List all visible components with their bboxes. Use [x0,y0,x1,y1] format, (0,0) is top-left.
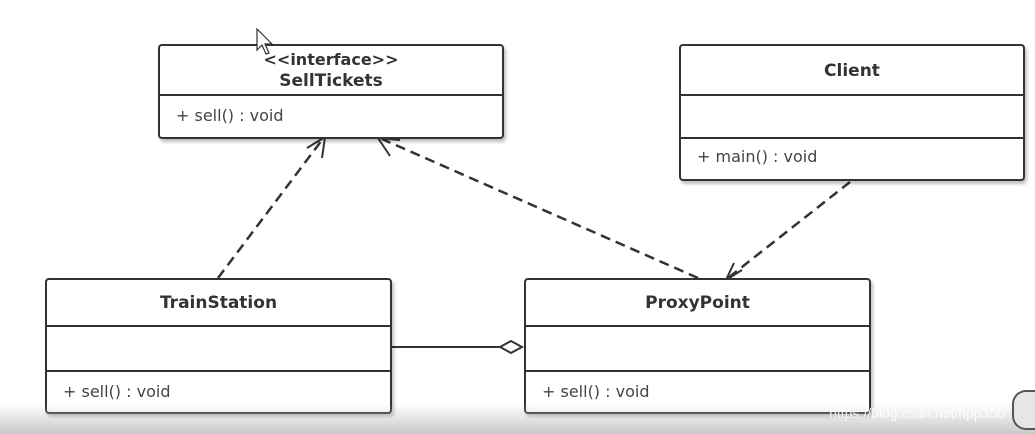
class-header: Client [681,46,1023,96]
realization-line-trainstation [217,139,323,279]
realization-arrowhead-trainstation [306,135,327,159]
methods-compartment: + sell() : void [160,96,502,137]
realization-arrowhead-proxypoint [376,136,401,157]
corner-logo-icon [1012,390,1035,430]
dependency-line-client [727,181,851,279]
method-label: + sell() : void [176,106,284,125]
attributes-compartment [47,327,390,372]
class-name: TrainStation [159,293,278,313]
class-header: TrainStation [47,280,390,327]
class-sell-tickets[interactable]: <<interface>> SellTickets + sell() : voi… [158,44,504,139]
stereotype-label: <<interface>> [263,50,399,69]
methods-compartment: + sell() : void [47,372,390,412]
watermark-text: https://blog.csdn.net/hpp350 [829,405,1005,421]
methods-compartment: + sell() : void [526,372,869,412]
class-header: <<interface>> SellTickets [160,46,502,96]
class-name: Client [824,61,880,81]
realization-line-proxypoint [381,137,699,280]
aggregation-diamond [497,339,525,355]
attributes-compartment [681,96,1023,139]
class-train-station[interactable]: TrainStation + sell() : void [45,278,392,414]
method-label: + sell() : void [63,382,171,401]
class-header: ProxyPoint [526,280,869,327]
attributes-compartment [526,327,869,372]
class-name: ProxyPoint [645,293,750,313]
method-label: + main() : void [697,147,818,166]
methods-compartment: + main() : void [681,139,1023,179]
class-name: SellTickets [279,71,383,91]
class-client[interactable]: Client + main() : void [679,44,1025,181]
method-label: + sell() : void [542,382,650,401]
mouse-cursor-icon [256,28,274,55]
video-control-band [0,404,1035,434]
class-proxy-point[interactable]: ProxyPoint + sell() : void [524,278,871,414]
